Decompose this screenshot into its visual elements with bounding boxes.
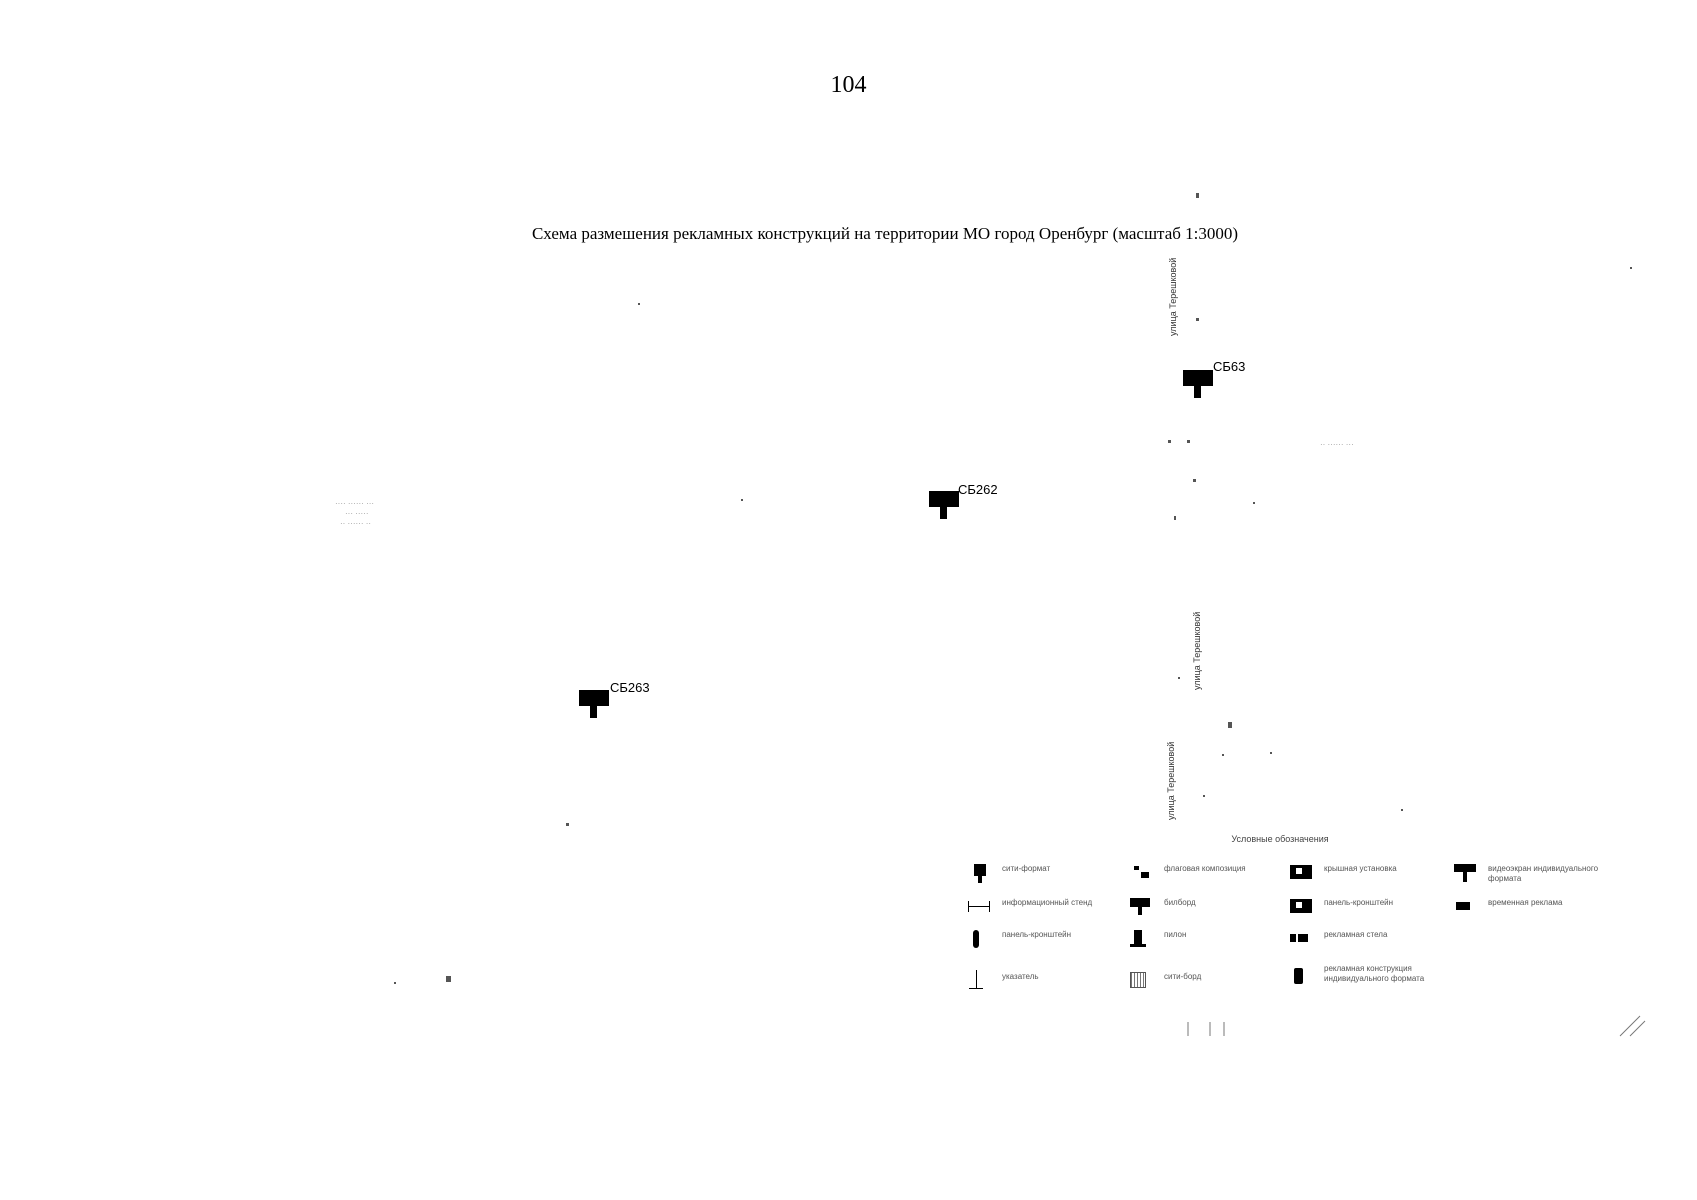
bracket-panel-icon [966,928,996,950]
city-board-icon [1128,970,1158,992]
svg-text:···· ······ ···: ···· ······ ··· [335,499,374,508]
marker-label: СБ262 [958,482,998,497]
legend-item: билборд [1128,896,1284,918]
legend-title: Условные обозначения [1231,834,1329,844]
street-label: улица Терешковой [1168,257,1178,336]
marker-label: СБ63 [1213,359,1246,374]
video-screen-icon [1452,862,1482,884]
legend-item: панель-кронштейн [966,928,1122,950]
roof-installation-icon [1288,896,1318,918]
legend-item: панель-кронштейн [1288,896,1444,918]
legend-item: информационный стенд [966,896,1122,918]
street-label: улица Терешковой [1166,741,1176,820]
legend-item: крышная установка [1288,862,1444,884]
legend-item: временная реклама [1452,896,1608,918]
temporary-ad-icon [1452,896,1482,918]
billboard-icon [1183,370,1213,386]
street-label: улица Терешковой [1192,611,1202,690]
info-stand-icon [966,896,996,918]
legend-item: рекламная конструкция индивидуального фо… [1288,962,1444,984]
marker-label: СБ263 [610,680,650,695]
svg-text:·· ······ ··: ·· ······ ·· [340,519,371,528]
svg-text:·· ······ ···: ·· ······ ··· [1320,440,1354,449]
roof-installation-icon [1288,862,1318,884]
flag-icon [1128,862,1158,884]
legend-item: указатель [966,970,1122,992]
legend-item: пилон [1128,928,1284,950]
billboard-icon [1128,896,1158,918]
legend-item: сити-формат [966,862,1122,884]
pylon-icon [1128,928,1158,950]
billboard-icon [579,690,609,706]
legend-item: сити-борд [1128,970,1284,992]
billboard-small-icon [966,862,996,884]
non-standard-icon [1288,962,1318,984]
pointer-icon [966,970,996,992]
legend-item: флаговая композиция [1128,862,1284,884]
ad-banner-icon [1288,928,1318,950]
legend-item: рекламная стела [1288,928,1444,950]
page-number: 104 [830,72,867,98]
billboard-icon [929,491,959,507]
map-title: Схема размешения рекламных конструкций н… [531,224,1239,243]
legend-item: видеоэкран индивидуального формата [1452,862,1608,884]
svg-text:··· ·····: ··· ····· [345,509,369,518]
